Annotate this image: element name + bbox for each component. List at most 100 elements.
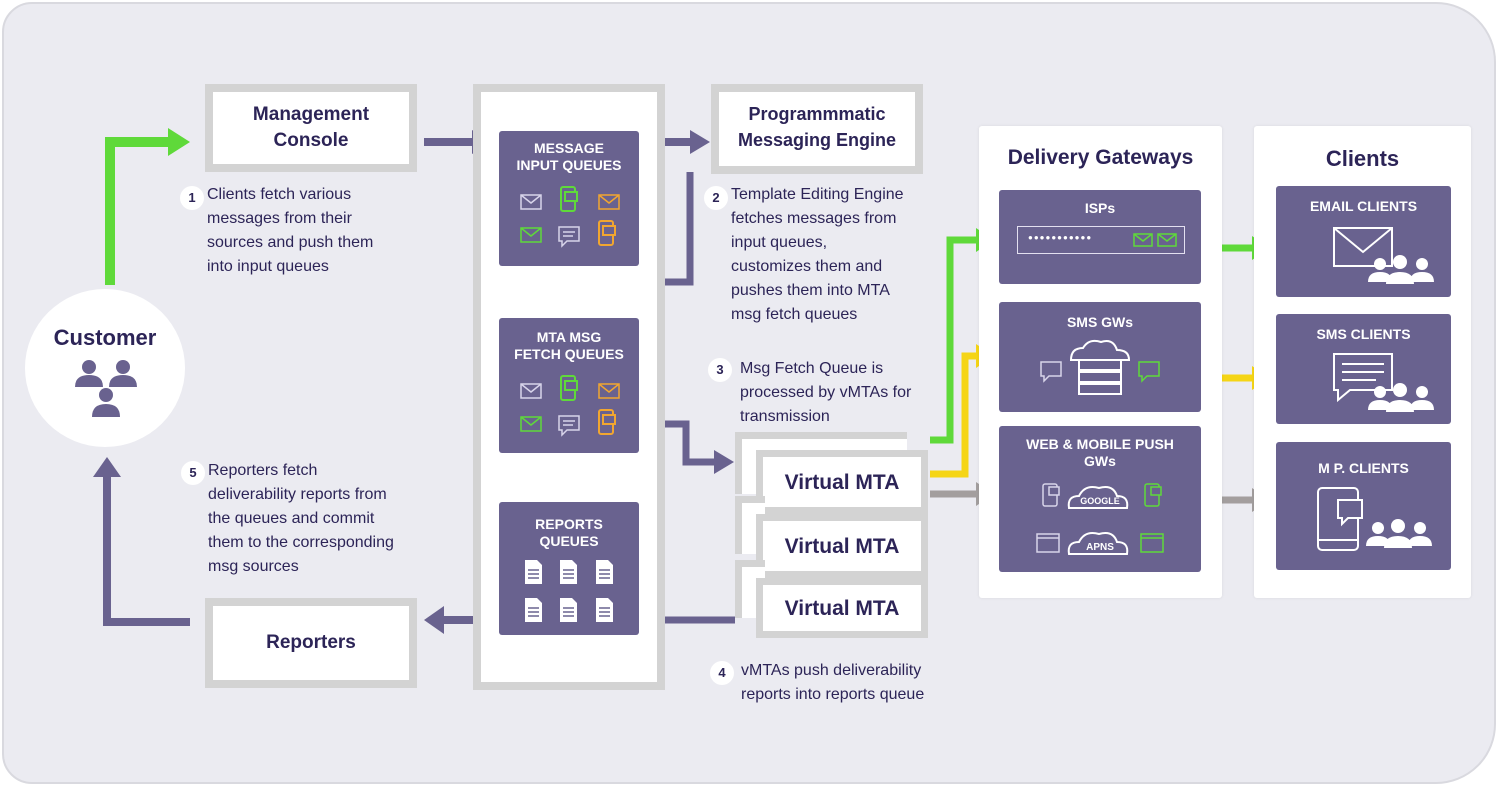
step-4-badge: 4 [710, 661, 734, 685]
mobile-users-icon [1317, 487, 1432, 551]
step-2-text: Template Editing Engine fetches messages… [731, 183, 904, 327]
sms-clients[interactable]: SMS CLIENTS [1276, 314, 1451, 424]
email-clients[interactable]: EMAIL CLIENTS [1276, 186, 1451, 297]
step-4-text: vMTAs push deliverability reports into r… [741, 659, 924, 707]
document-icon [596, 598, 613, 622]
phone-icon [598, 409, 616, 435]
step-3-text: Msg Fetch Queue is processed by vMTAs fo… [740, 357, 911, 429]
chat-icon [1138, 361, 1160, 383]
sms-gateway[interactable]: SMS GWs [999, 302, 1201, 412]
phone-icon [1042, 483, 1060, 507]
arrow-fetch-queues-to-vmta [644, 420, 734, 474]
envelope-icon [1133, 233, 1177, 247]
step-2-badge: 2 [704, 186, 728, 210]
step-2-line: fetches messages from [731, 210, 897, 227]
delivery-gateways-title: Delivery Gateways [1007, 146, 1194, 169]
step-1-text: Clients fetch various messages from thei… [207, 183, 373, 279]
mp-clients[interactable]: M P. CLIENTS [1276, 442, 1451, 570]
document-icon [560, 598, 577, 622]
step-4-line: vMTAs push deliverability [741, 662, 922, 679]
push-gw-label-1: WEB & MOBILE PUSH [1026, 436, 1174, 452]
programmatic-engine-box[interactable]: Programmmatic Messaging Engine [711, 84, 923, 174]
sms-clients-label: SMS CLIENTS [1316, 326, 1411, 342]
customer-users-icon [75, 360, 137, 417]
step-5-badge: 5 [181, 461, 205, 485]
envelope-icon [598, 383, 620, 399]
step-2-line: customizes them and [731, 258, 883, 275]
step-3-line: transmission [740, 408, 830, 425]
step-2-line: input queues, [731, 234, 828, 251]
mp-clients-label: M P. CLIENTS [1318, 460, 1409, 476]
reports-queues-title-1: REPORTS [535, 516, 603, 532]
message-input-queues[interactable]: MESSAGE INPUT QUEUES [499, 131, 639, 266]
envelope-icon [520, 383, 542, 399]
phone-icon [1144, 483, 1162, 507]
step-1-line: messages from their [207, 210, 352, 227]
clients-title: Clients [1325, 146, 1400, 171]
mta-fetch-queues-title-1: MTA MSG [536, 329, 602, 345]
document-icon [596, 560, 613, 584]
browser-icon [1140, 533, 1164, 553]
step-2-line: msg fetch queues [731, 306, 858, 323]
email-users-icon [1333, 227, 1434, 284]
cloud-server-icon [1040, 339, 1160, 395]
email-clients-label: EMAIL CLIENTS [1309, 198, 1418, 214]
chat-icon [558, 226, 580, 248]
virtual-mta-2[interactable]: Virtual MTA [756, 514, 928, 578]
customer-node[interactable]: Customer [25, 289, 185, 447]
document-icon [525, 598, 542, 622]
step-5-line: the queues and commit [208, 510, 375, 527]
management-console-label-1: Management [252, 104, 370, 125]
management-console-box[interactable]: Management Console [205, 84, 417, 172]
virtual-mta-2-label: Virtual MTA [784, 535, 900, 558]
chat-icon [558, 415, 580, 437]
management-console-label-2: Console [273, 130, 349, 151]
message-input-queues-title-2: INPUT QUEUES [516, 157, 622, 173]
envelope-icon [520, 194, 542, 210]
push-gateway[interactable]: WEB & MOBILE PUSH GWs GOOGLE APNS [999, 426, 1201, 572]
virtual-mta-3[interactable]: Virtual MTA [756, 578, 928, 638]
push-gw-label-2: GWs [1084, 453, 1116, 469]
push-icons [1036, 483, 1164, 555]
document-icon [525, 560, 542, 584]
apns-cloud-icon [1067, 532, 1129, 555]
step-3-line: processed by vMTAs for [740, 384, 912, 401]
isps-gateway[interactable]: ISPs ●●●●●●●●●●● [999, 190, 1201, 284]
apns-label: APNS [1086, 542, 1114, 553]
isps-label: ISPs [1084, 200, 1116, 216]
phone-icon [598, 220, 616, 246]
reporters-box[interactable]: Reporters [205, 598, 417, 688]
reports-queues-title-2: QUEUES [539, 533, 599, 549]
step-1-line: Clients fetch various [207, 186, 352, 203]
message-input-queues-title-1: MESSAGE [533, 140, 604, 156]
reports-queues[interactable]: REPORTS QUEUES [499, 502, 639, 635]
google-cloud-icon [1067, 486, 1129, 509]
step-4-line: reports into reports queue [741, 686, 925, 703]
arrow-reporters-to-customer [93, 457, 190, 626]
fetch-queue-icons [520, 375, 620, 437]
step-2-line: Template Editing Engine [731, 186, 904, 203]
arrow-customer-to-console [105, 128, 190, 285]
mta-fetch-queues-title-2: FETCH QUEUES [514, 346, 624, 362]
step-1-badge: 1 [180, 186, 204, 210]
reporters-label: Reporters [266, 632, 356, 653]
document-icon [560, 560, 577, 584]
clients-panel: Clients EMAIL CLIENTS SMS CLIENTS M P. C… [1254, 126, 1471, 598]
envelope-icon [598, 194, 620, 210]
mta-fetch-queues[interactable]: MTA MSG FETCH QUEUES [499, 318, 639, 453]
virtual-mta-1-label: Virtual MTA [784, 471, 900, 494]
phone-icon [560, 186, 578, 212]
isps-dots: ●●●●●●●●●●● [1028, 233, 1093, 242]
sms-gw-label: SMS GWs [1066, 314, 1134, 330]
programmatic-engine-label-1: Programmmatic [748, 104, 886, 124]
step-5-line: deliverability reports from [208, 486, 387, 503]
step-3-badge: 3 [708, 358, 732, 382]
step-5-line: them to the corresponding [208, 534, 394, 551]
step-5-text: Reporters fetch deliverability reports f… [208, 459, 394, 579]
report-document-icons [525, 560, 613, 622]
chat-icon [1040, 361, 1062, 383]
google-label: GOOGLE [1080, 496, 1120, 506]
virtual-mta-1[interactable]: Virtual MTA [756, 450, 928, 514]
envelope-icon [520, 416, 542, 432]
browser-icon [1036, 533, 1060, 553]
